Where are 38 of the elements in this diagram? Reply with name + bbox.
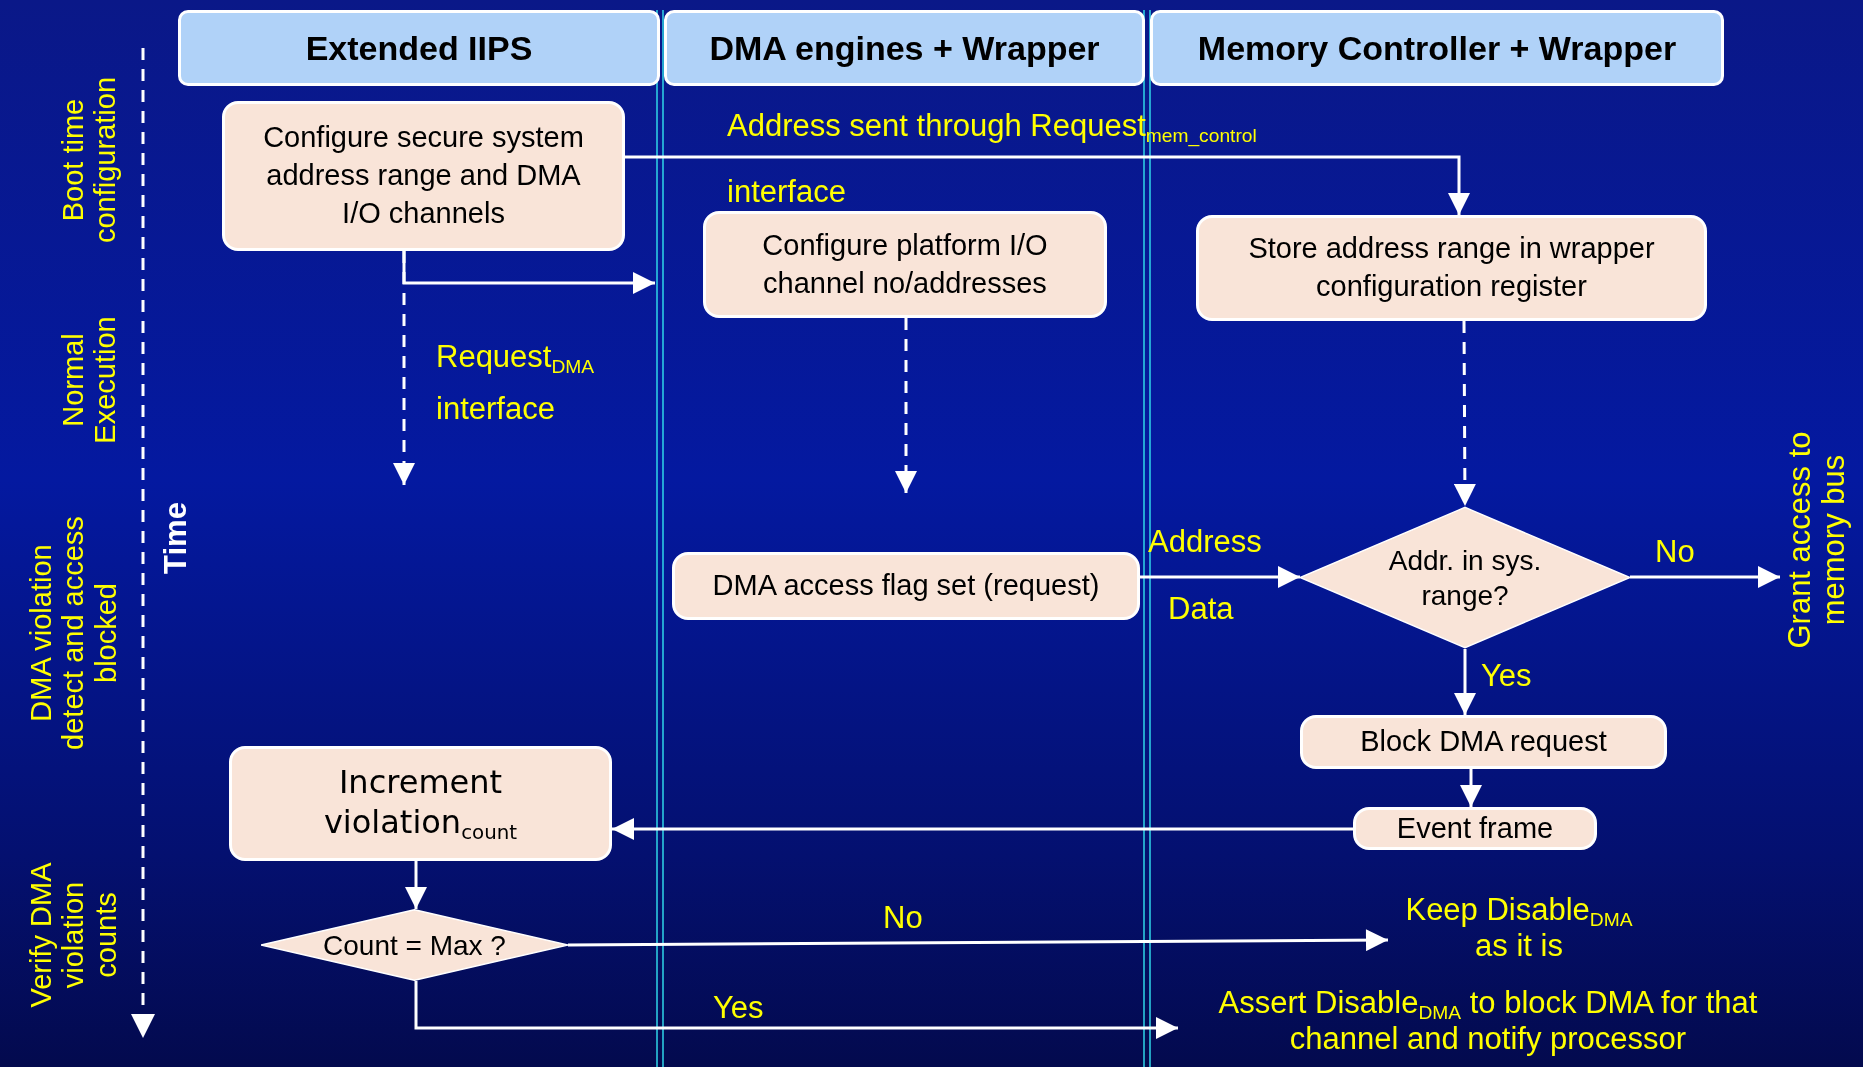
- arrow: [1630, 566, 1780, 588]
- edge-label: Request$_{DMA}$ interface: [436, 338, 596, 428]
- axis-label: Time: [158, 501, 194, 576]
- process-box: DMA access flag set (request): [672, 552, 1140, 620]
- lane-header: Extended IIPS: [178, 10, 660, 86]
- arrow: [1460, 769, 1482, 807]
- arrow: [405, 861, 427, 909]
- arrow: [568, 929, 1388, 952]
- lane-header: DMA engines + Wrapper: [664, 10, 1145, 86]
- outcome-text: Grant access to memory bus: [1780, 390, 1854, 690]
- outcome-text: Assert Disable$_{DMA}$ to block DMA for that channel and notify processor: [1178, 984, 1798, 1058]
- dashed-arrow: [1453, 321, 1476, 506]
- edge-label: No: [883, 899, 924, 937]
- signal-label: Data: [1168, 592, 1234, 627]
- edge-label: Yes: [713, 989, 765, 1027]
- process-box: Store address range in wrapper configuration register: [1196, 215, 1707, 321]
- arrow: [612, 818, 1353, 840]
- edge-label: Yes: [1481, 657, 1533, 695]
- dashed-arrow: [895, 318, 917, 493]
- process-box: Configure platform I/O channel no/addresses: [703, 211, 1107, 318]
- edge-label: No: [1655, 533, 1696, 571]
- process-box: Increment violation$_{count}$: [229, 746, 612, 861]
- decision-diamond: Count = Max ?: [261, 909, 568, 981]
- dashed-arrow: [393, 251, 415, 485]
- lane-header: Memory Controller + Wrapper: [1150, 10, 1724, 86]
- decision-diamond: Addr. in sys. range?: [1300, 506, 1630, 649]
- process-box: Event frame: [1353, 807, 1597, 850]
- phase-label: Normal Execution: [56, 315, 122, 446]
- phase-label: DMA violation detect and access blocked: [25, 515, 123, 752]
- arrow: [1140, 566, 1300, 588]
- arrow: [625, 155, 1470, 215]
- outcome-text: Keep Disable$_{DMA}$ as it is: [1388, 886, 1650, 970]
- arrow: [1454, 649, 1476, 715]
- phase-label: Verify DMA violation counts: [25, 861, 123, 1010]
- arrow: [414, 981, 1178, 1039]
- process-box: Configure secure system address range and DMA I/O channels: [222, 101, 625, 251]
- phase-label: Boot time configuration: [56, 75, 122, 246]
- process-box: Block DMA request: [1300, 715, 1667, 769]
